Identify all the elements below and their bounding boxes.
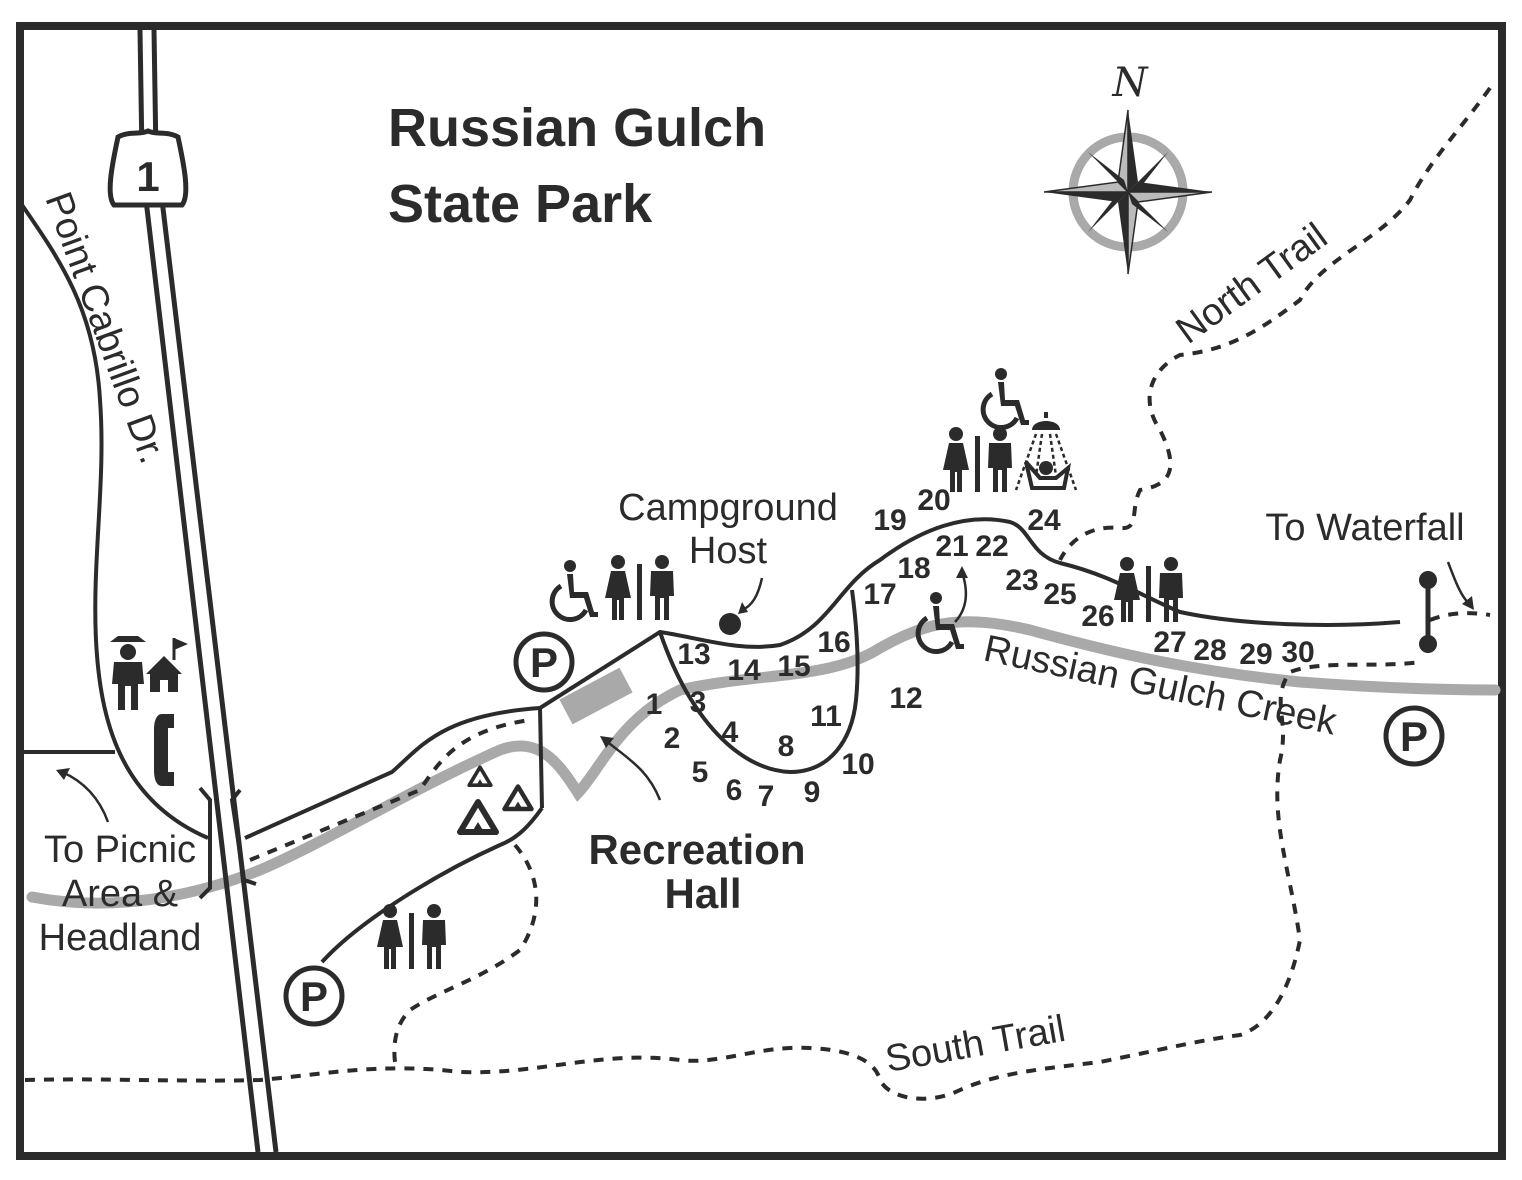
point-cabrillo-drive	[20, 203, 209, 840]
lower-parking-road	[320, 806, 544, 964]
site-number[interactable]: 9	[804, 776, 821, 809]
site-number[interactable]: 12	[889, 682, 922, 715]
compass-rose-icon: N	[1043, 60, 1213, 275]
site-number[interactable]: 24	[1027, 504, 1061, 537]
site-number[interactable]: 26	[1081, 600, 1114, 633]
highway-number: 1	[136, 153, 159, 200]
site-number[interactable]: 30	[1281, 636, 1314, 669]
site-number[interactable]: 28	[1193, 634, 1226, 667]
site-number[interactable]: 4	[722, 716, 739, 749]
parking-icon-lower: P	[283, 965, 345, 1027]
russian-gulch-creek	[26, 616, 1501, 909]
site-number[interactable]: 3	[690, 686, 707, 719]
map-frame	[16, 22, 1506, 1160]
site-number[interactable]: 2	[664, 722, 681, 755]
park-title-line2: State Park	[388, 174, 653, 234]
campsite-numbers: 1 2 3 4 5 6 7 8 9 10 11 12 13 14 15 16 1…	[646, 484, 1315, 813]
shower-icon	[1014, 412, 1078, 491]
waterfall-trail	[1429, 611, 1491, 622]
parking-icon-east: P	[1383, 705, 1445, 767]
south-trail	[24, 660, 1421, 1101]
site-number[interactable]: 20	[917, 484, 950, 517]
site-number[interactable]: 13	[677, 638, 710, 671]
site-number[interactable]: 15	[777, 650, 810, 683]
campground-host-marker-icon	[719, 613, 741, 635]
campground-loop	[658, 589, 860, 775]
parking-label: P	[300, 973, 328, 1020]
site-number[interactable]: 11	[810, 700, 842, 733]
site-number[interactable]: 7	[758, 780, 775, 813]
recreation-hall-building	[559, 667, 633, 725]
gate-icon	[1419, 571, 1437, 653]
site-number[interactable]: 1	[646, 688, 663, 721]
recreation-hall-label-line2: Hall	[664, 870, 741, 917]
site-number[interactable]: 17	[863, 578, 896, 611]
park-title-line1: Russian Gulch	[388, 98, 766, 158]
campground-host-label-line1: Campground	[618, 487, 838, 529]
site-number[interactable]: 23	[1005, 564, 1038, 597]
site-number[interactable]: 10	[841, 748, 874, 781]
picnic-arrow	[61, 770, 110, 823]
parking-label: P	[530, 639, 558, 686]
parking-label: P	[1400, 713, 1428, 760]
campground-road-main	[244, 517, 1401, 840]
site-number[interactable]: 5	[692, 756, 709, 789]
parking-icon-campground: P	[513, 631, 575, 693]
site-number[interactable]: 18	[897, 552, 930, 585]
site-number[interactable]: 19	[873, 504, 906, 537]
compass-north-label: N	[1112, 60, 1150, 106]
picnic-label-line2: Area &	[62, 873, 178, 915]
waterfall-label: To Waterfall	[1265, 507, 1464, 549]
picnic-label-line1: To Picnic	[44, 829, 196, 871]
recreation-spur	[538, 707, 544, 809]
site-number[interactable]: 14	[727, 654, 761, 687]
highway-1	[137, 29, 279, 1153]
ranger-station-icon	[146, 638, 188, 692]
south-trail-connector	[392, 843, 539, 1063]
highway-shield-icon: 1	[107, 128, 189, 208]
road-shoulder-trail	[249, 718, 531, 862]
north-trail	[1058, 86, 1492, 561]
site-number[interactable]: 29	[1239, 638, 1272, 671]
site-number[interactable]: 8	[778, 730, 795, 763]
picnic-label-line3: Headland	[39, 917, 202, 959]
recreation-hall-arrow	[604, 739, 662, 801]
site-number[interactable]: 6	[726, 774, 743, 807]
phone-icon	[154, 714, 174, 786]
recreation-hall-label-line1: Recreation	[588, 826, 805, 873]
site-number[interactable]: 27	[1153, 626, 1186, 659]
site-number[interactable]: 16	[817, 626, 850, 659]
ranger-icon	[110, 636, 146, 710]
site-number[interactable]: 21	[935, 530, 968, 563]
campground-host-label-line2: Host	[689, 530, 768, 572]
site-number[interactable]: 25	[1043, 578, 1076, 611]
site-number[interactable]: 22	[975, 530, 1008, 563]
